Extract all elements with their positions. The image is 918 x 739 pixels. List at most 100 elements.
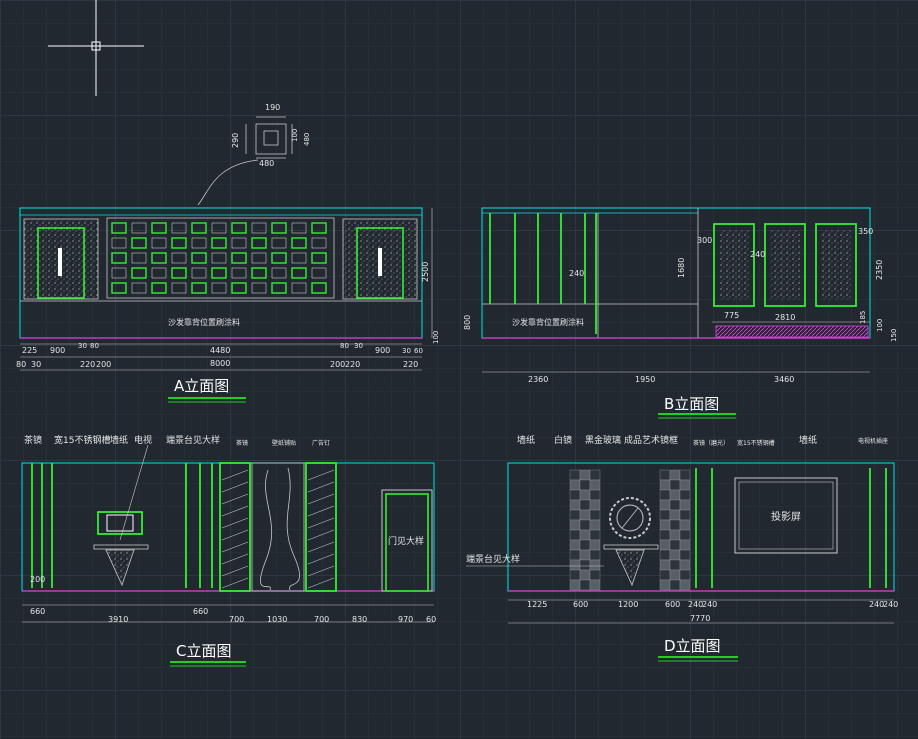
dim-a-200: 200 xyxy=(96,360,111,369)
elevation-d-label-7: 墙纸 xyxy=(799,434,817,446)
dim-b-100: 100 xyxy=(876,319,884,332)
checker-cell xyxy=(569,549,581,561)
lattice-cell xyxy=(231,267,247,279)
dim-a-80: 80 xyxy=(90,342,99,350)
elevation-c-label-9: 门见大样 xyxy=(388,535,424,547)
hatch-line xyxy=(307,577,335,589)
checker-cell xyxy=(659,499,671,511)
lattice-cell xyxy=(131,282,147,294)
checker-cell xyxy=(659,479,671,491)
checker-cell xyxy=(589,479,601,491)
elevation-a[interactable]: 190 290 100 480 480 沙发靠背位置刷涂料 2500 100 2… xyxy=(16,103,440,403)
checker-cell xyxy=(659,559,671,571)
dim-a-60: 60 xyxy=(414,347,423,355)
dim-a-200b: 200 xyxy=(330,360,345,369)
checker-cell xyxy=(679,559,691,571)
checker-cell xyxy=(579,469,591,481)
lattice-cell xyxy=(211,282,227,294)
checker-cell xyxy=(659,539,671,551)
checker-cell xyxy=(659,569,671,581)
dim-a-220: 220 xyxy=(80,360,95,369)
lattice-cell xyxy=(211,237,227,249)
elevation-a-note: 沙发靠背位置刷涂料 xyxy=(168,317,240,327)
hatch-line xyxy=(307,553,335,565)
checker-cell xyxy=(569,469,581,481)
elevation-d[interactable]: 投影屏 墙纸 白镜 黑金玻璃 成品艺术镜框 茶镜（磨光） 宽15不锈钢槽 墙纸 … xyxy=(466,434,898,662)
checker-cell xyxy=(669,549,681,561)
checker-cell xyxy=(579,539,591,551)
checker-cell xyxy=(679,579,691,591)
lattice-cell xyxy=(251,267,267,279)
checker-cell xyxy=(659,549,671,561)
elevation-c-label-5: 端景台见大样 xyxy=(166,434,220,446)
checker-cell xyxy=(579,549,591,561)
lattice-cell xyxy=(311,222,327,234)
checker-cell xyxy=(579,499,591,511)
lattice-cell xyxy=(191,252,207,264)
dim-d-1225: 1225 xyxy=(527,600,547,609)
elevation-d-checker xyxy=(569,469,691,591)
checker-cell xyxy=(669,499,681,511)
lattice-cell xyxy=(271,222,287,234)
lattice-cell xyxy=(231,252,247,264)
elevation-a-lattice xyxy=(111,222,327,294)
dim-b-150: 150 xyxy=(890,329,898,342)
dim-a-220b: 220 xyxy=(345,360,360,369)
checker-cell xyxy=(659,469,671,481)
dim-c-700: 700 xyxy=(229,615,244,624)
checker-cell xyxy=(669,539,681,551)
checker-cell xyxy=(679,499,691,511)
dim-b-775: 775 xyxy=(724,311,739,320)
dim-a-80c: 80 xyxy=(16,360,26,369)
checker-cell xyxy=(589,579,601,591)
lattice-cell xyxy=(191,237,207,249)
lattice-cell xyxy=(151,252,167,264)
lattice-cell xyxy=(251,252,267,264)
dim-a-30b: 30 xyxy=(354,342,363,350)
checker-cell xyxy=(589,559,601,571)
elevation-c-label-1: 茶镜 xyxy=(24,434,42,446)
dim-a-80b: 80 xyxy=(340,342,349,350)
elevation-c[interactable]: 茶镜 宽15不锈钢槽 墙纸 电视 端景台见大样 茶镜 壁纸铺贴 广告钉 门见大样… xyxy=(21,434,436,667)
elevation-d-label-8: 电视机插座 xyxy=(858,437,888,445)
hatch-line xyxy=(307,565,335,577)
dim-b-185: 185 xyxy=(859,311,867,324)
dim-b-1680: 1680 xyxy=(677,258,686,278)
dim-a-900b: 900 xyxy=(375,346,390,355)
checker-cell xyxy=(569,579,581,591)
checker-cell xyxy=(589,539,601,551)
dim-a-top-480: 480 xyxy=(303,133,311,146)
checker-cell xyxy=(579,479,591,491)
lattice-cell xyxy=(131,267,147,279)
lattice-cell xyxy=(291,237,307,249)
lattice-cell xyxy=(151,267,167,279)
lattice-cell xyxy=(251,237,267,249)
dim-a-8000: 8000 xyxy=(210,359,230,368)
checker-cell xyxy=(679,489,691,501)
dim-a-30: 30 xyxy=(78,342,87,350)
dim-d-240d: 240 xyxy=(883,600,898,609)
checker-cell xyxy=(669,519,681,531)
hatch-line xyxy=(221,553,249,565)
lattice-cell xyxy=(151,282,167,294)
lattice-cell xyxy=(271,252,287,264)
lattice-cell xyxy=(291,252,307,264)
checker-cell xyxy=(569,499,581,511)
dim-a-4480: 4480 xyxy=(210,346,230,355)
dim-a-30d: 30 xyxy=(31,360,41,369)
dim-c-970: 970 xyxy=(398,615,413,624)
dim-a-100: 100 xyxy=(432,331,440,344)
lattice-cell xyxy=(131,222,147,234)
dim-c-200: 200 xyxy=(30,575,45,584)
dim-b-300: 300 xyxy=(697,236,712,245)
dim-d-7770: 7770 xyxy=(690,614,710,623)
lattice-cell xyxy=(171,267,187,279)
hatch-line xyxy=(221,493,249,505)
dim-b-240: 240 xyxy=(569,269,584,278)
elevation-b[interactable]: 沙发靠背位置刷涂料 800 1680 240 300 240 350 2350 … xyxy=(463,207,898,419)
dim-c-660b: 660 xyxy=(193,607,208,616)
hatch-line xyxy=(307,481,335,493)
elevation-d-label-10: 端景台见大样 xyxy=(466,553,520,565)
lattice-cell xyxy=(231,237,247,249)
